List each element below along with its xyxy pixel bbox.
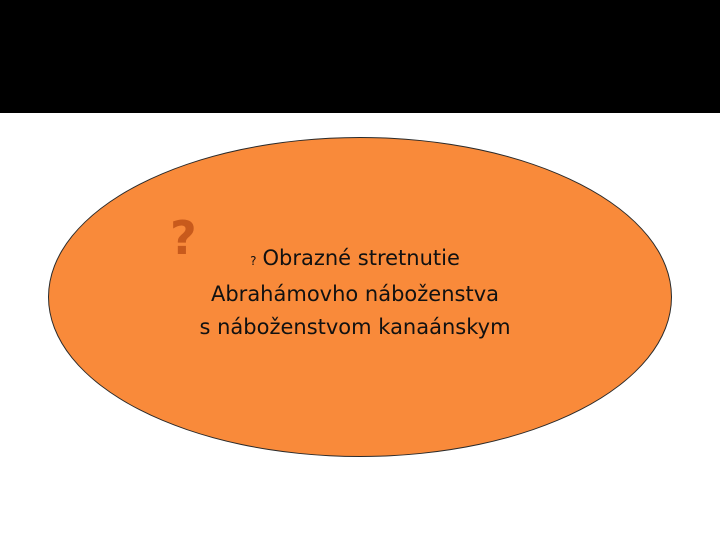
line-1-text: Obrazné stretnutie xyxy=(262,246,460,270)
question-mark-icon: ? xyxy=(170,211,197,265)
small-question-marker: ? xyxy=(250,254,257,268)
text-line-2: Abrahámovho náboženstva xyxy=(210,282,500,306)
text-line-1: ? Obrazné stretnutie xyxy=(150,242,560,278)
text-line-3: s náboženstvom kanaánskym xyxy=(199,315,511,339)
orange-oval xyxy=(48,137,672,457)
oval-text: ? Obrazné stretnutie Abrahámovho nábožens… xyxy=(150,242,560,344)
header-bar xyxy=(0,0,720,113)
